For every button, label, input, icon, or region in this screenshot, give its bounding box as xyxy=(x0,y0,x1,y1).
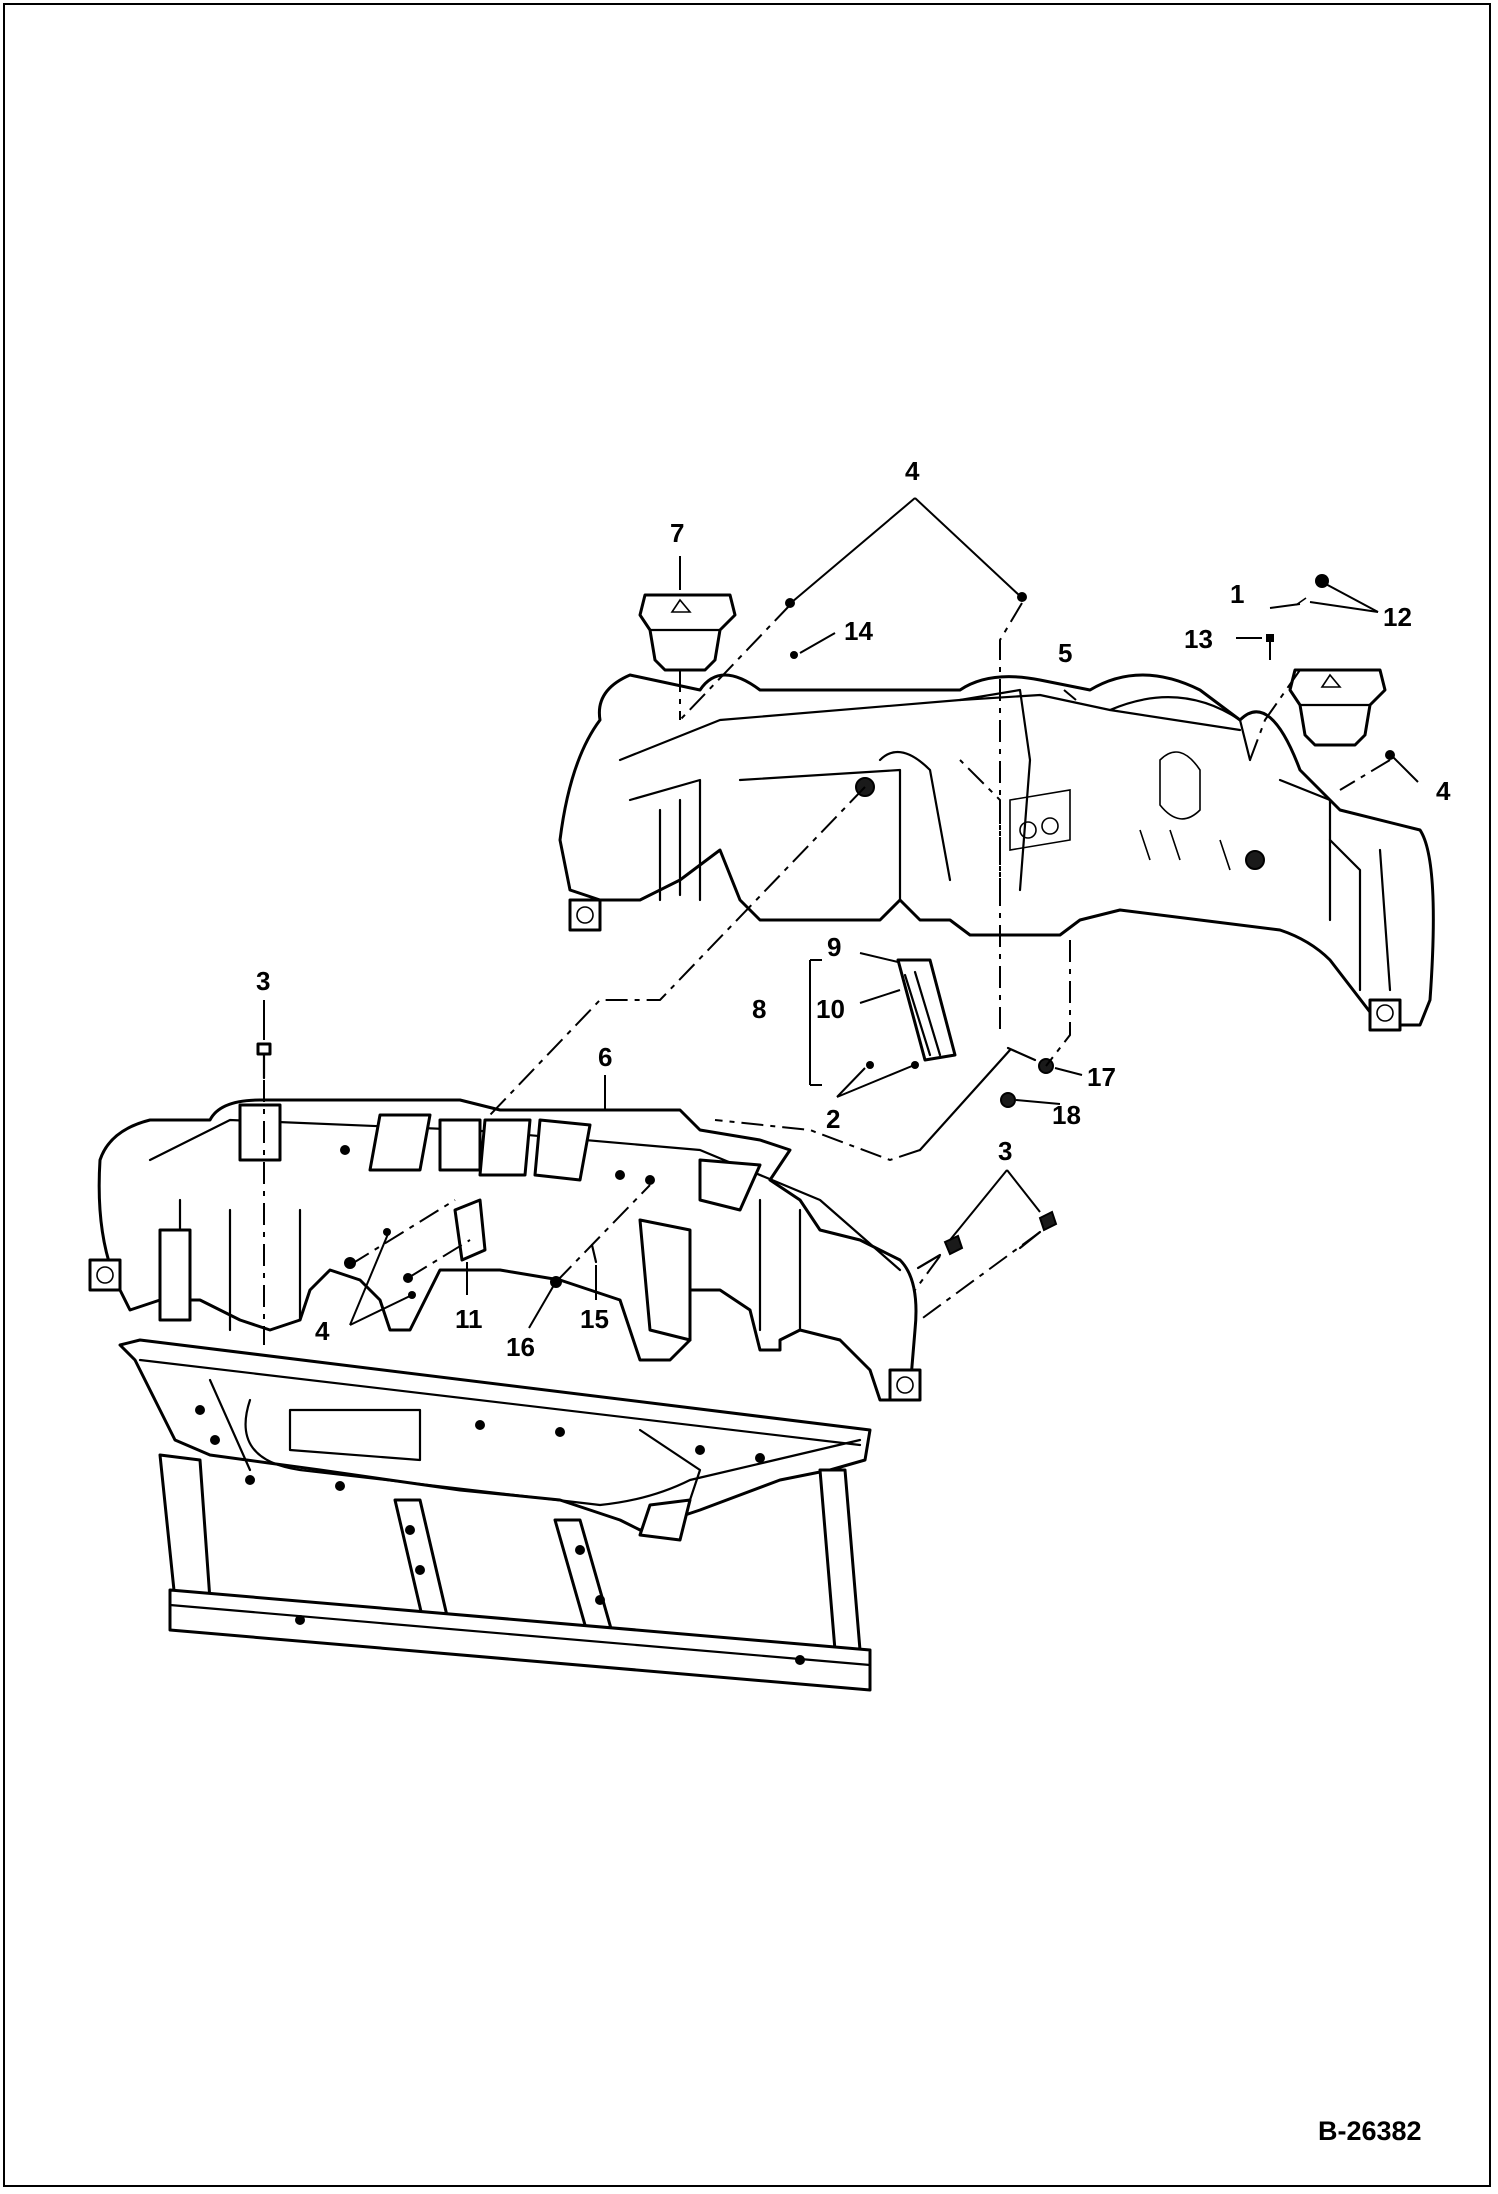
clip-drawing xyxy=(590,1243,598,1264)
figure-id-label: B-26382 xyxy=(1318,2116,1422,2146)
frame-holes xyxy=(195,1405,805,1665)
page-border xyxy=(3,3,1491,2187)
callout-18: 18 xyxy=(1052,1100,1081,1130)
callout-3-left: 3 xyxy=(256,966,270,996)
callout-7: 7 xyxy=(670,518,684,548)
callout-15: 15 xyxy=(580,1304,609,1334)
callout-3-right: 3 xyxy=(998,1136,1012,1166)
callout-5: 5 xyxy=(1058,638,1072,668)
upper-cover-shroud-drawing xyxy=(558,673,1435,1032)
callout-4-right: 4 xyxy=(1436,776,1451,806)
callout-4-left: 4 xyxy=(315,1316,330,1346)
callout-17: 17 xyxy=(1087,1062,1116,1092)
rubber-mount-drawing xyxy=(638,593,1387,747)
callout-10: 10 xyxy=(816,994,845,1024)
leader-lines xyxy=(263,497,1419,1329)
callout-2: 2 xyxy=(826,1104,840,1134)
machine-frame-drawing xyxy=(118,1338,872,1692)
callout-11: 11 xyxy=(455,1304,483,1334)
callout-12: 12 xyxy=(1383,602,1412,632)
callout-6: 6 xyxy=(598,1042,612,1072)
lower-cover-shroud-drawing xyxy=(88,1098,922,1402)
callout-9: 9 xyxy=(827,932,841,962)
callout-16: 16 xyxy=(506,1332,535,1362)
callout-14: 14 xyxy=(844,616,873,646)
callout-4-top: 4 xyxy=(905,456,920,486)
bracket-drawing xyxy=(453,1198,487,1262)
callout-1: 1 xyxy=(1230,579,1244,609)
callout-labels: 1 2 3 3 4 4 4 5 6 7 8 9 10 11 12 13 14 1… xyxy=(256,456,1451,1362)
callout-13: 13 xyxy=(1184,624,1213,654)
alignment-lines xyxy=(263,602,1391,1345)
callout-8: 8 xyxy=(752,994,766,1024)
hardware-drawing xyxy=(256,574,1395,1299)
